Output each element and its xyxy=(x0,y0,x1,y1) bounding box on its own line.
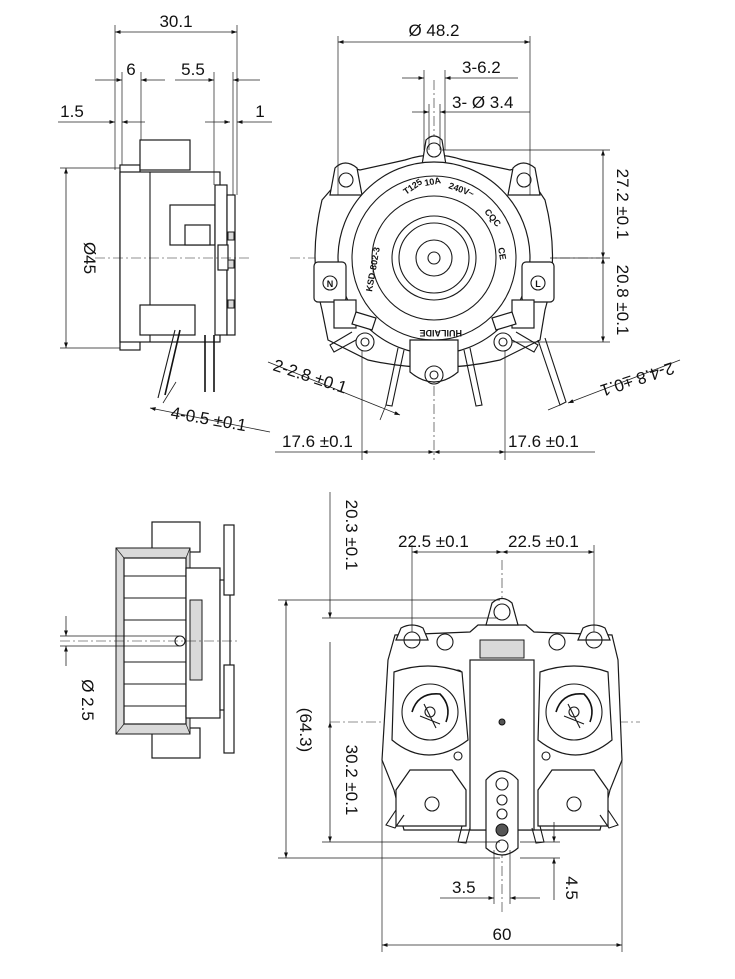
dim-20-3: 20.3 ±0.1 xyxy=(342,500,361,571)
dim-27-2: 27.2 ±0.1 xyxy=(613,169,632,240)
dim-17-6-right: 17.6 ±0.1 xyxy=(508,432,579,451)
dim-1: 1 xyxy=(255,102,264,121)
marking-l: L xyxy=(535,279,541,289)
dim-4-5: 4.5 xyxy=(562,876,581,900)
dim-30-1: 30.1 xyxy=(159,12,192,31)
top-front-view: N L T125 10A 240V~ CQC CE KSD-802-3 HUIL… xyxy=(267,21,681,460)
dim-2-2-8: 2-2.8 ±0.1 xyxy=(271,356,350,398)
dim-dia-45: Ø45 xyxy=(80,242,99,274)
dim-6: 6 xyxy=(126,60,135,79)
dim-4-0-5: 4-0.5 ±0.1 xyxy=(169,403,248,435)
dim-5-5: 5.5 xyxy=(181,60,205,79)
dim-64-3: (64.3) xyxy=(296,708,315,752)
dim-17-6-left: 17.6 ±0.1 xyxy=(282,432,353,451)
marking-rating-a: 10A xyxy=(424,175,442,188)
dim-60: 60 xyxy=(493,925,512,944)
bottom-front-view: 20.3 ±0.1 22.5 ±0.1 22.5 ±0.1 (64.3) 30.… xyxy=(278,492,640,952)
top-side-view: 30.1 6 5.5 1.5 1 Ø45 4-0.5 ±0.1 xyxy=(58,12,272,435)
dim-20-8: 20.8 ±0.1 xyxy=(613,265,632,336)
dim-30-2: 30.2 ±0.1 xyxy=(342,745,361,816)
dim-1-5: 1.5 xyxy=(60,102,84,121)
dim-dia-48-2: Ø 48.2 xyxy=(408,21,459,40)
marking-brand: HUILAIDE xyxy=(420,328,463,338)
dim-22-5-right: 22.5 ±0.1 xyxy=(508,532,579,551)
bottom-side-view: Ø 2.5 xyxy=(60,521,240,759)
dim-3-5: 3.5 xyxy=(452,878,476,897)
marking-ce: CE xyxy=(496,247,508,261)
dim-3-dia-3-4: 3- Ø 3.4 xyxy=(452,93,513,112)
marking-n: N xyxy=(327,279,334,289)
dim-3-6-2: 3-6.2 xyxy=(462,58,501,77)
dim-22-5-left: 22.5 ±0.1 xyxy=(398,532,469,551)
dim-2-4-8: 2-4.8 ±0.1 xyxy=(598,358,677,400)
dim-dia-2-5: Ø 2.5 xyxy=(78,679,97,721)
